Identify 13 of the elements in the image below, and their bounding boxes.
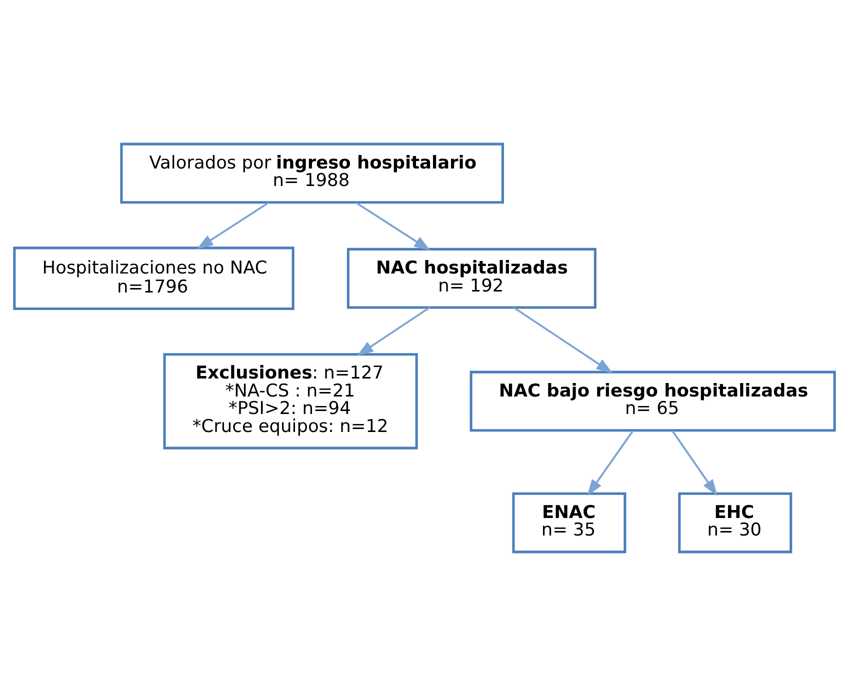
arrow xyxy=(512,306,612,373)
node-box: NAC bajo riesgo hospitalizadas n= 65 xyxy=(469,370,836,432)
node-box: Valorados por ingreso hospitalario n= 1988 xyxy=(120,142,504,204)
arrow xyxy=(671,430,717,496)
node-box: Exclusiones: n=127 *NA-CS : n=21 *PSI>2: n=94 *Cruce equipos: n=12 xyxy=(162,352,418,449)
arrow xyxy=(356,306,430,356)
arrow xyxy=(196,201,269,249)
arrow xyxy=(354,201,430,250)
node-box: Hospitalizaciones no NAC n=1796 xyxy=(12,246,294,310)
node-box: NAC hospitalizadas n= 192 xyxy=(346,247,596,308)
node-box: EHC n= 30 xyxy=(678,492,792,553)
arrow xyxy=(586,430,634,496)
node-box: ENAC n= 35 xyxy=(512,492,626,553)
